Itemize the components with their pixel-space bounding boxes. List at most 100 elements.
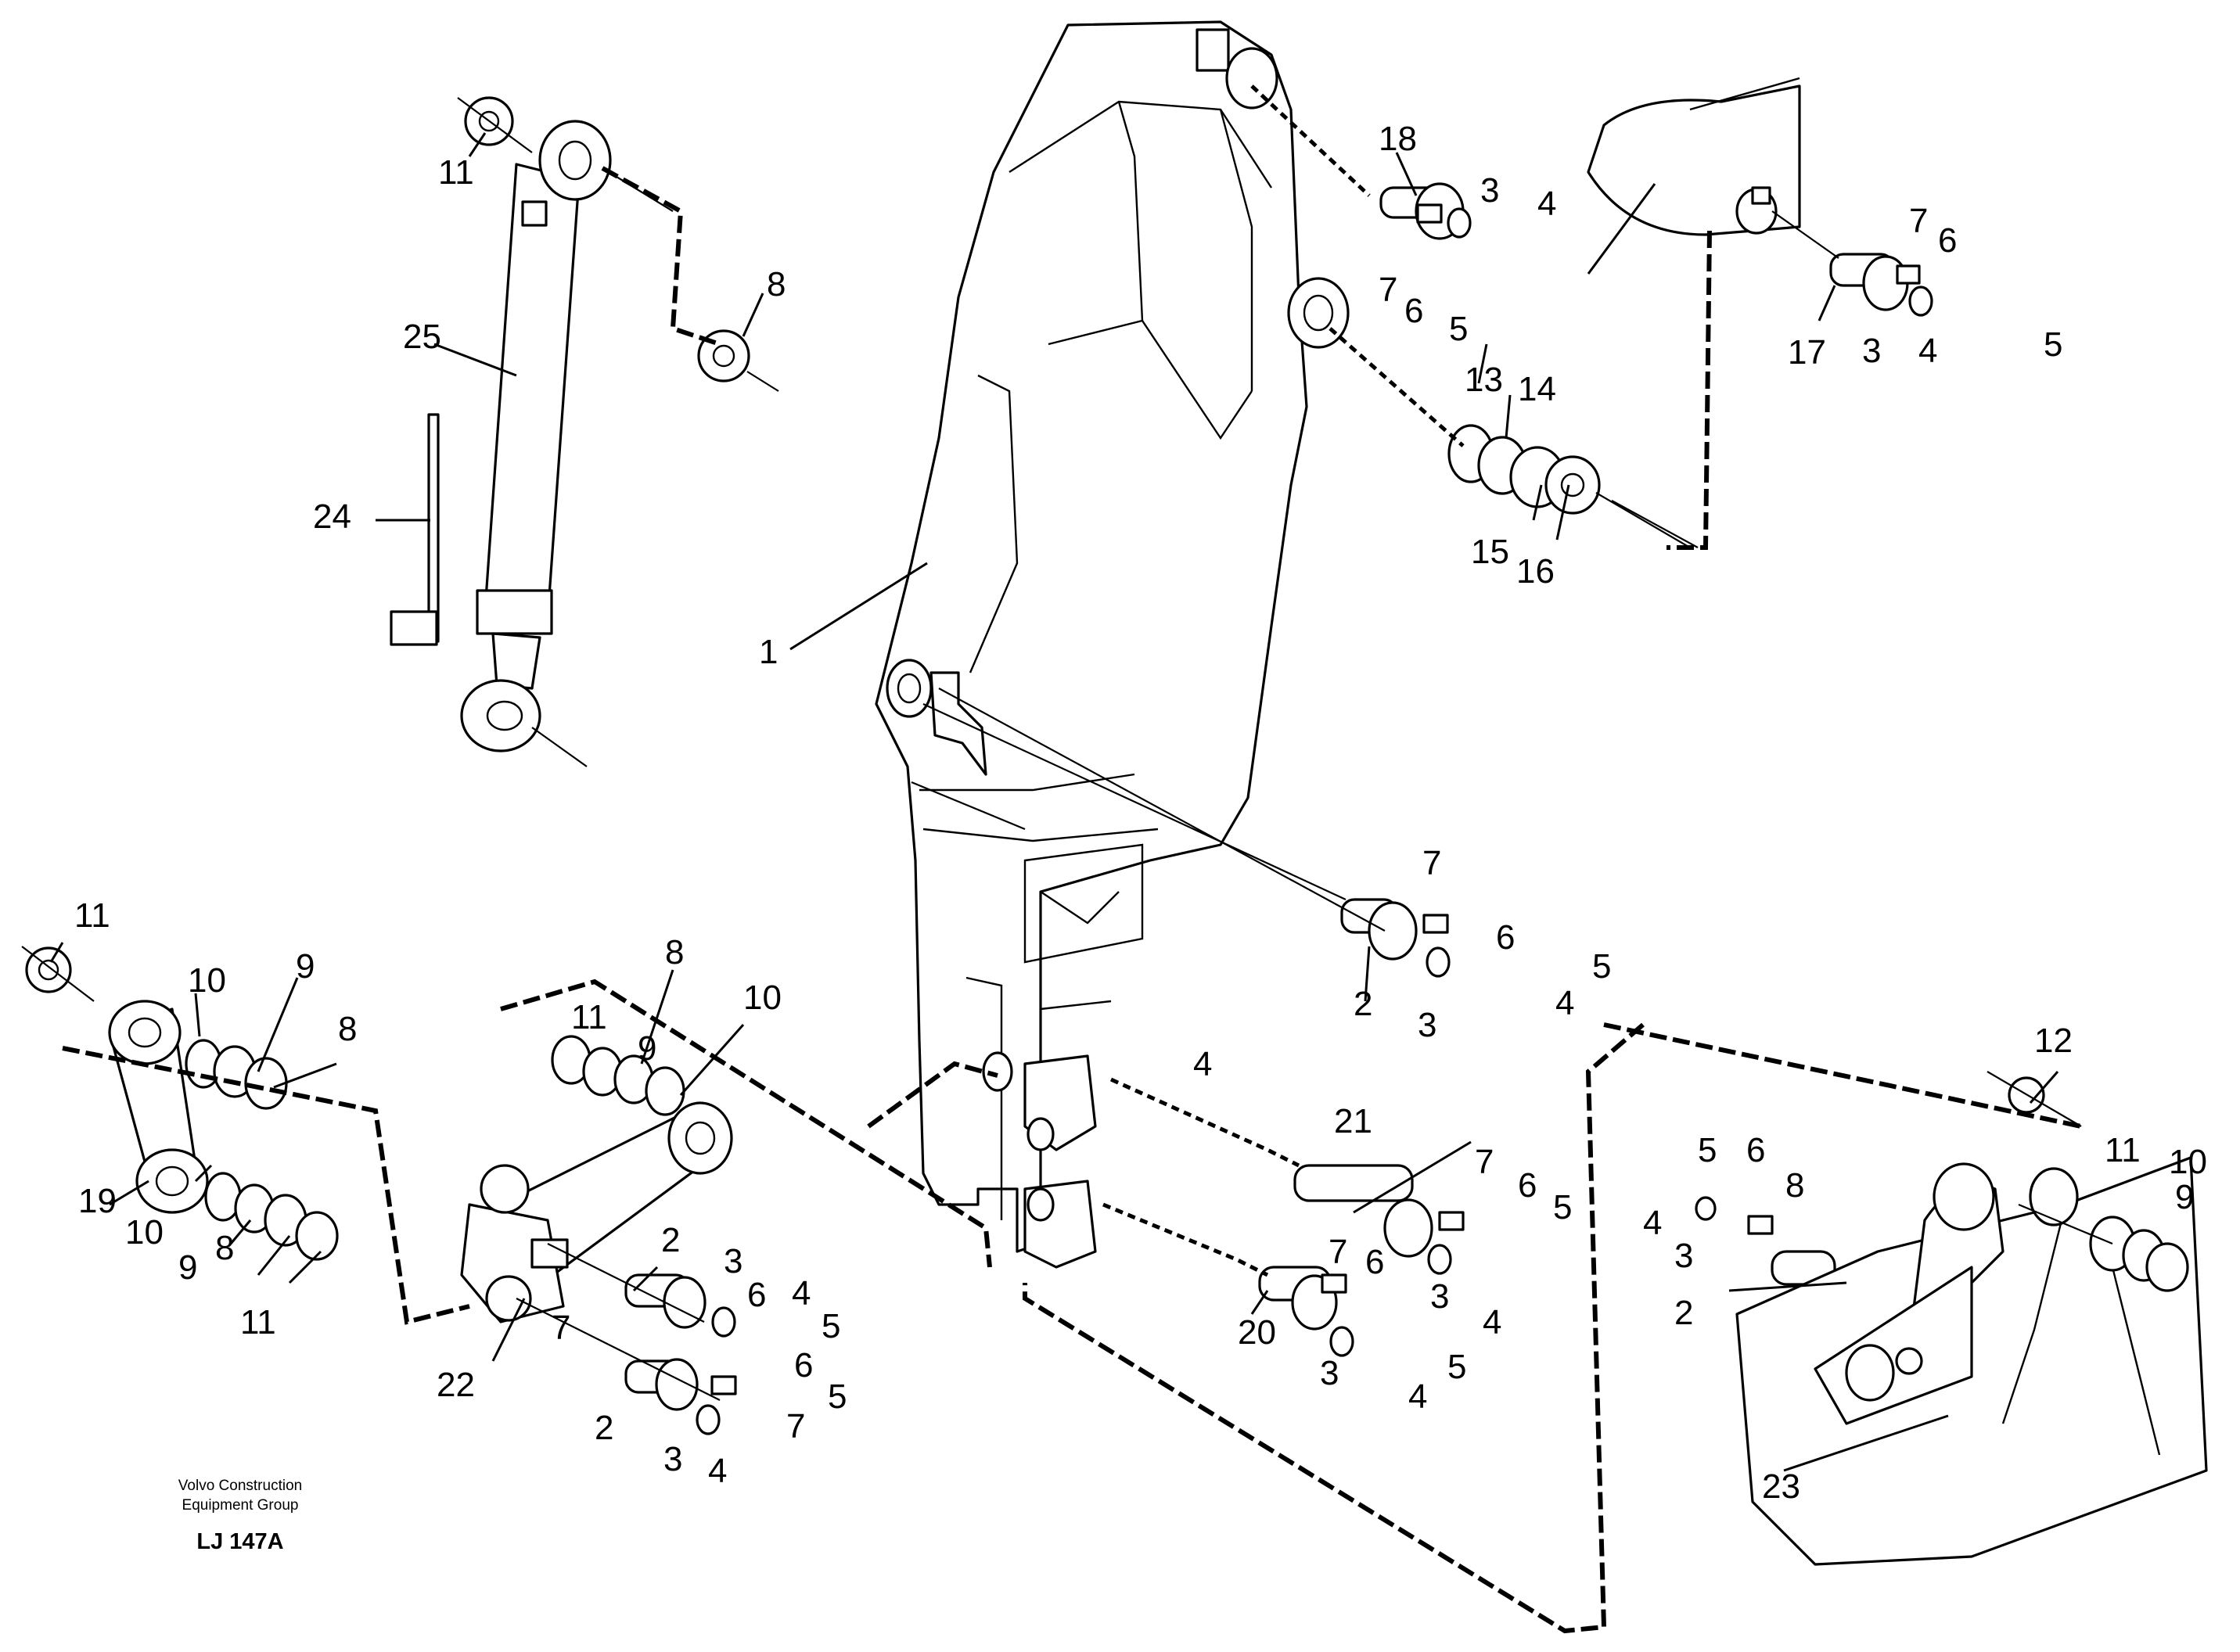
callout-5: 5 (822, 1307, 840, 1345)
callout-1: 1 (759, 633, 778, 671)
callout-5: 5 (1449, 310, 1468, 348)
callout-7: 7 (1422, 844, 1441, 882)
callout-21: 22 (437, 1366, 475, 1404)
link-21 (460, 1035, 733, 1323)
callout-17: 18 (1379, 120, 1417, 158)
pin-2-left-upper (624, 1273, 736, 1338)
callout-7: 7 (1909, 202, 1928, 240)
callout-4: 4 (1193, 1045, 1212, 1083)
callout-3: 3 (1320, 1354, 1339, 1392)
company-name-line1: Volvo Construction (178, 1478, 302, 1494)
callout-8: 8 (767, 265, 786, 303)
callout-6: 6 (1938, 221, 1957, 260)
pin-19 (1258, 1266, 1354, 1357)
callout-3: 3 (1418, 1006, 1436, 1044)
callout-23: 24 (313, 497, 351, 536)
washer-11-top (457, 96, 533, 153)
callout-7: 7 (552, 1309, 570, 1347)
hydraulic-cylinder (390, 120, 674, 767)
callout-4: 4 (792, 1274, 811, 1313)
callout-8: 8 (665, 933, 684, 971)
callout-9: 10 (2169, 1143, 2207, 1181)
callout-14: 15 (1471, 533, 1509, 571)
callout-5: 5 (828, 1377, 847, 1416)
callout-13: 14 (1518, 370, 1556, 408)
callout-4: 4 (708, 1452, 727, 1490)
callout-11: 11 (74, 896, 110, 935)
callout-20: 21 (1334, 1102, 1372, 1140)
leader-lines (49, 132, 2059, 1472)
pin-17 (1379, 182, 1472, 240)
callout-6: 6 (1518, 1166, 1537, 1205)
callout-3: 3 (1480, 171, 1499, 210)
pin-16 (1829, 253, 1933, 317)
callout-4: 4 (1643, 1204, 1662, 1242)
callout-9: 9 (178, 1248, 197, 1287)
callout-2-left-lower: 2 (595, 1409, 613, 1447)
callout-2-right: 2 (1674, 1294, 1693, 1332)
callout-6: 6 (1746, 1131, 1765, 1169)
pin-2-right (1695, 1196, 1836, 1286)
bucket-22 (1735, 1071, 2208, 1566)
callout-5: 5 (1447, 1348, 1466, 1386)
callout-6: 6 (794, 1346, 813, 1384)
spacer-stack-top (185, 1039, 288, 1110)
bushing-stack (1447, 424, 1691, 548)
arm-25 (1587, 77, 1801, 236)
callout-3: 3 (724, 1242, 742, 1280)
callout-6: 6 (1496, 918, 1515, 957)
callout-11: 12 (2034, 1022, 2073, 1060)
callout-6: 6 (747, 1276, 766, 1314)
spacer-stack-bottom (204, 1172, 339, 1261)
callout-6: 6 (1404, 292, 1423, 330)
callout-9: 9 (638, 1029, 656, 1068)
callout-9: 9 (296, 947, 315, 986)
callout-5: 5 (2044, 325, 2062, 364)
callout-8: 8 (338, 1010, 357, 1048)
callout-7: 7 (1475, 1143, 1494, 1181)
callout-24: 25 (403, 318, 441, 356)
callout-4: 4 (1408, 1377, 1427, 1416)
callout-19: 20 (1238, 1313, 1276, 1352)
company-name-line2: Equipment Group (182, 1497, 299, 1514)
callout-11: 11 (571, 998, 607, 1036)
drawing-code: LJ 147A (196, 1529, 283, 1554)
spacer-stack-link21 (551, 1035, 685, 1116)
callout-labels: 1 2 2 2 2 3 3 3 3 3 3 3 3 4 4 4 4 4 4 4 … (74, 120, 2207, 1506)
callout-4: 4 (1537, 185, 1556, 223)
pin-2-left-lower (624, 1358, 737, 1435)
pin-2-center (1340, 898, 1451, 978)
callout-10: 10 (188, 961, 226, 1000)
callout-18: 19 (78, 1182, 117, 1220)
callout-8: 9 (2175, 1178, 2194, 1216)
callout-2-center: 2 (1354, 985, 1372, 1023)
callout-16: 17 (1788, 333, 1826, 372)
footer: Volvo Construction Equipment Group LJ 14… (178, 1478, 302, 1554)
callout-10: 11 (2105, 1131, 2141, 1169)
pin-20 (1293, 1164, 1465, 1275)
boom-arm (875, 20, 1350, 1269)
callout-3: 3 (663, 1440, 682, 1478)
callout-5: 5 (1698, 1131, 1717, 1169)
callout-7: 7 (786, 1407, 805, 1446)
callout-4: 4 (1555, 984, 1574, 1022)
callout-12: 13 (1465, 361, 1503, 399)
callout-5: 5 (1553, 1188, 1572, 1226)
callout-2-left-upper: 2 (661, 1221, 680, 1259)
callout-7: 7 (1329, 1233, 1347, 1271)
link-18 (21, 946, 339, 1261)
callout-11: 11 (438, 153, 474, 192)
callout-10: 10 (743, 979, 782, 1017)
callout-4: 4 (1483, 1303, 1501, 1341)
callout-6: 6 (1365, 1243, 1384, 1281)
callout-15: 16 (1516, 552, 1555, 591)
assembly-lines (62, 84, 2113, 1634)
callout-3: 3 (1862, 332, 1881, 370)
callout-3: 3 (1674, 1237, 1693, 1275)
callout-7: 7 (1379, 271, 1397, 309)
callout-10: 10 (125, 1213, 164, 1252)
callout-8: 8 (215, 1229, 234, 1267)
callout-4: 4 (1918, 332, 1937, 370)
callout-3: 3 (1430, 1277, 1449, 1316)
